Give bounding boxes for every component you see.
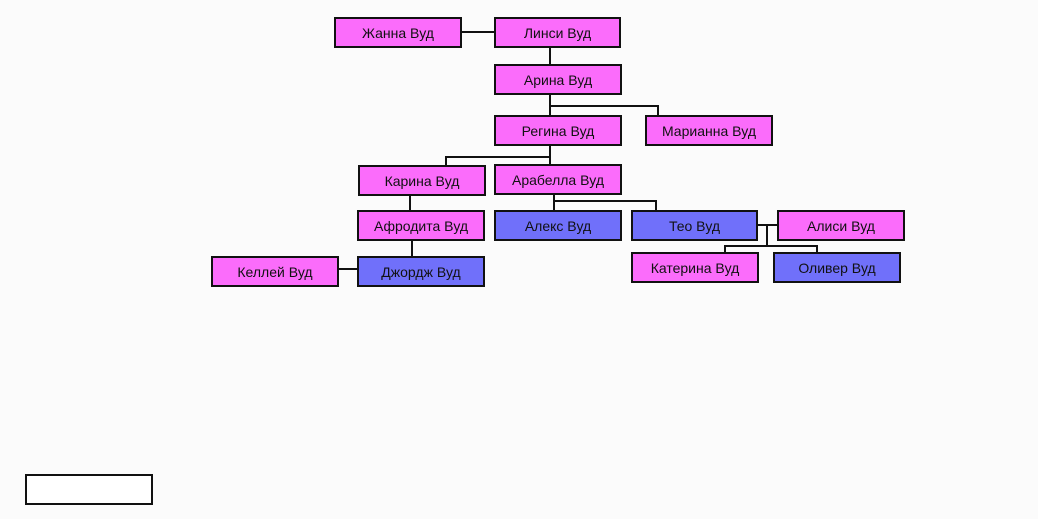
connector-linsi-arina bbox=[549, 47, 551, 65]
person-oliver[interactable]: Оливер Вуд bbox=[773, 252, 901, 283]
connector-kellei-dzhordzh bbox=[338, 268, 359, 270]
person-name: Марианна Вуд bbox=[661, 122, 757, 139]
person-name: Катерина Вуд bbox=[650, 259, 740, 276]
connector-arabella-teo-h bbox=[553, 200, 657, 202]
connector-afrodita-dzhordzh bbox=[411, 240, 413, 258]
person-zhanna[interactable]: Жанна Вуд bbox=[334, 17, 462, 48]
connector-arina-marianna-v bbox=[657, 105, 659, 117]
empty-box bbox=[25, 474, 153, 505]
person-arabella[interactable]: Арабелла Вуд bbox=[494, 164, 622, 195]
person-name: Алиси Вуд bbox=[807, 217, 875, 234]
person-name: Тео Вуд bbox=[668, 217, 721, 234]
person-aleks[interactable]: Алекс Вуд bbox=[494, 210, 622, 241]
connector-arina-marianna-h bbox=[549, 105, 659, 107]
person-name: Оливер Вуд bbox=[798, 259, 876, 276]
person-name: Арабелла Вуд bbox=[512, 171, 604, 188]
person-alisi[interactable]: Алиси Вуд bbox=[777, 210, 905, 241]
connector-oliver-v bbox=[816, 245, 818, 254]
connector-regina-karina-v bbox=[445, 156, 447, 166]
person-afrodita[interactable]: Афродита Вуд bbox=[357, 210, 485, 241]
person-name: Алекс Вуд bbox=[524, 217, 592, 234]
person-marianna[interactable]: Марианна Вуд bbox=[645, 115, 773, 146]
person-kellei[interactable]: Келлей Вуд bbox=[211, 256, 339, 287]
person-name: Карина Вуд bbox=[384, 172, 460, 189]
person-name: Линси Вуд bbox=[523, 24, 592, 41]
person-teo[interactable]: Тео Вуд bbox=[631, 210, 758, 241]
person-name: Афродита Вуд bbox=[373, 217, 469, 234]
person-name: Регина Вуд bbox=[521, 122, 595, 139]
person-name: Арина Вуд bbox=[523, 71, 593, 88]
person-katerina[interactable]: Катерина Вуд bbox=[631, 252, 759, 283]
person-dzhordzh[interactable]: Джордж Вуд bbox=[357, 256, 485, 287]
connector-couple-down bbox=[766, 224, 768, 246]
connector-arabella-down bbox=[553, 194, 555, 212]
connector-karina-afrodita bbox=[409, 195, 411, 211]
person-name: Келлей Вуд bbox=[237, 263, 313, 280]
connector-zhanna-linsi bbox=[461, 31, 495, 33]
person-regina[interactable]: Регина Вуд bbox=[494, 115, 622, 146]
connector-arabella-teo-v bbox=[655, 200, 657, 211]
person-name: Жанна Вуд bbox=[362, 24, 434, 41]
person-name: Джордж Вуд bbox=[381, 263, 461, 280]
person-linsi[interactable]: Линси Вуд bbox=[494, 17, 621, 48]
connector-regina-down bbox=[549, 145, 551, 166]
connector-katerina-v bbox=[724, 245, 726, 254]
connector-children-h bbox=[724, 245, 818, 247]
person-karina[interactable]: Карина Вуд bbox=[358, 165, 486, 196]
person-arina[interactable]: Арина Вуд bbox=[494, 64, 622, 95]
connector-regina-karina-h bbox=[445, 156, 551, 158]
